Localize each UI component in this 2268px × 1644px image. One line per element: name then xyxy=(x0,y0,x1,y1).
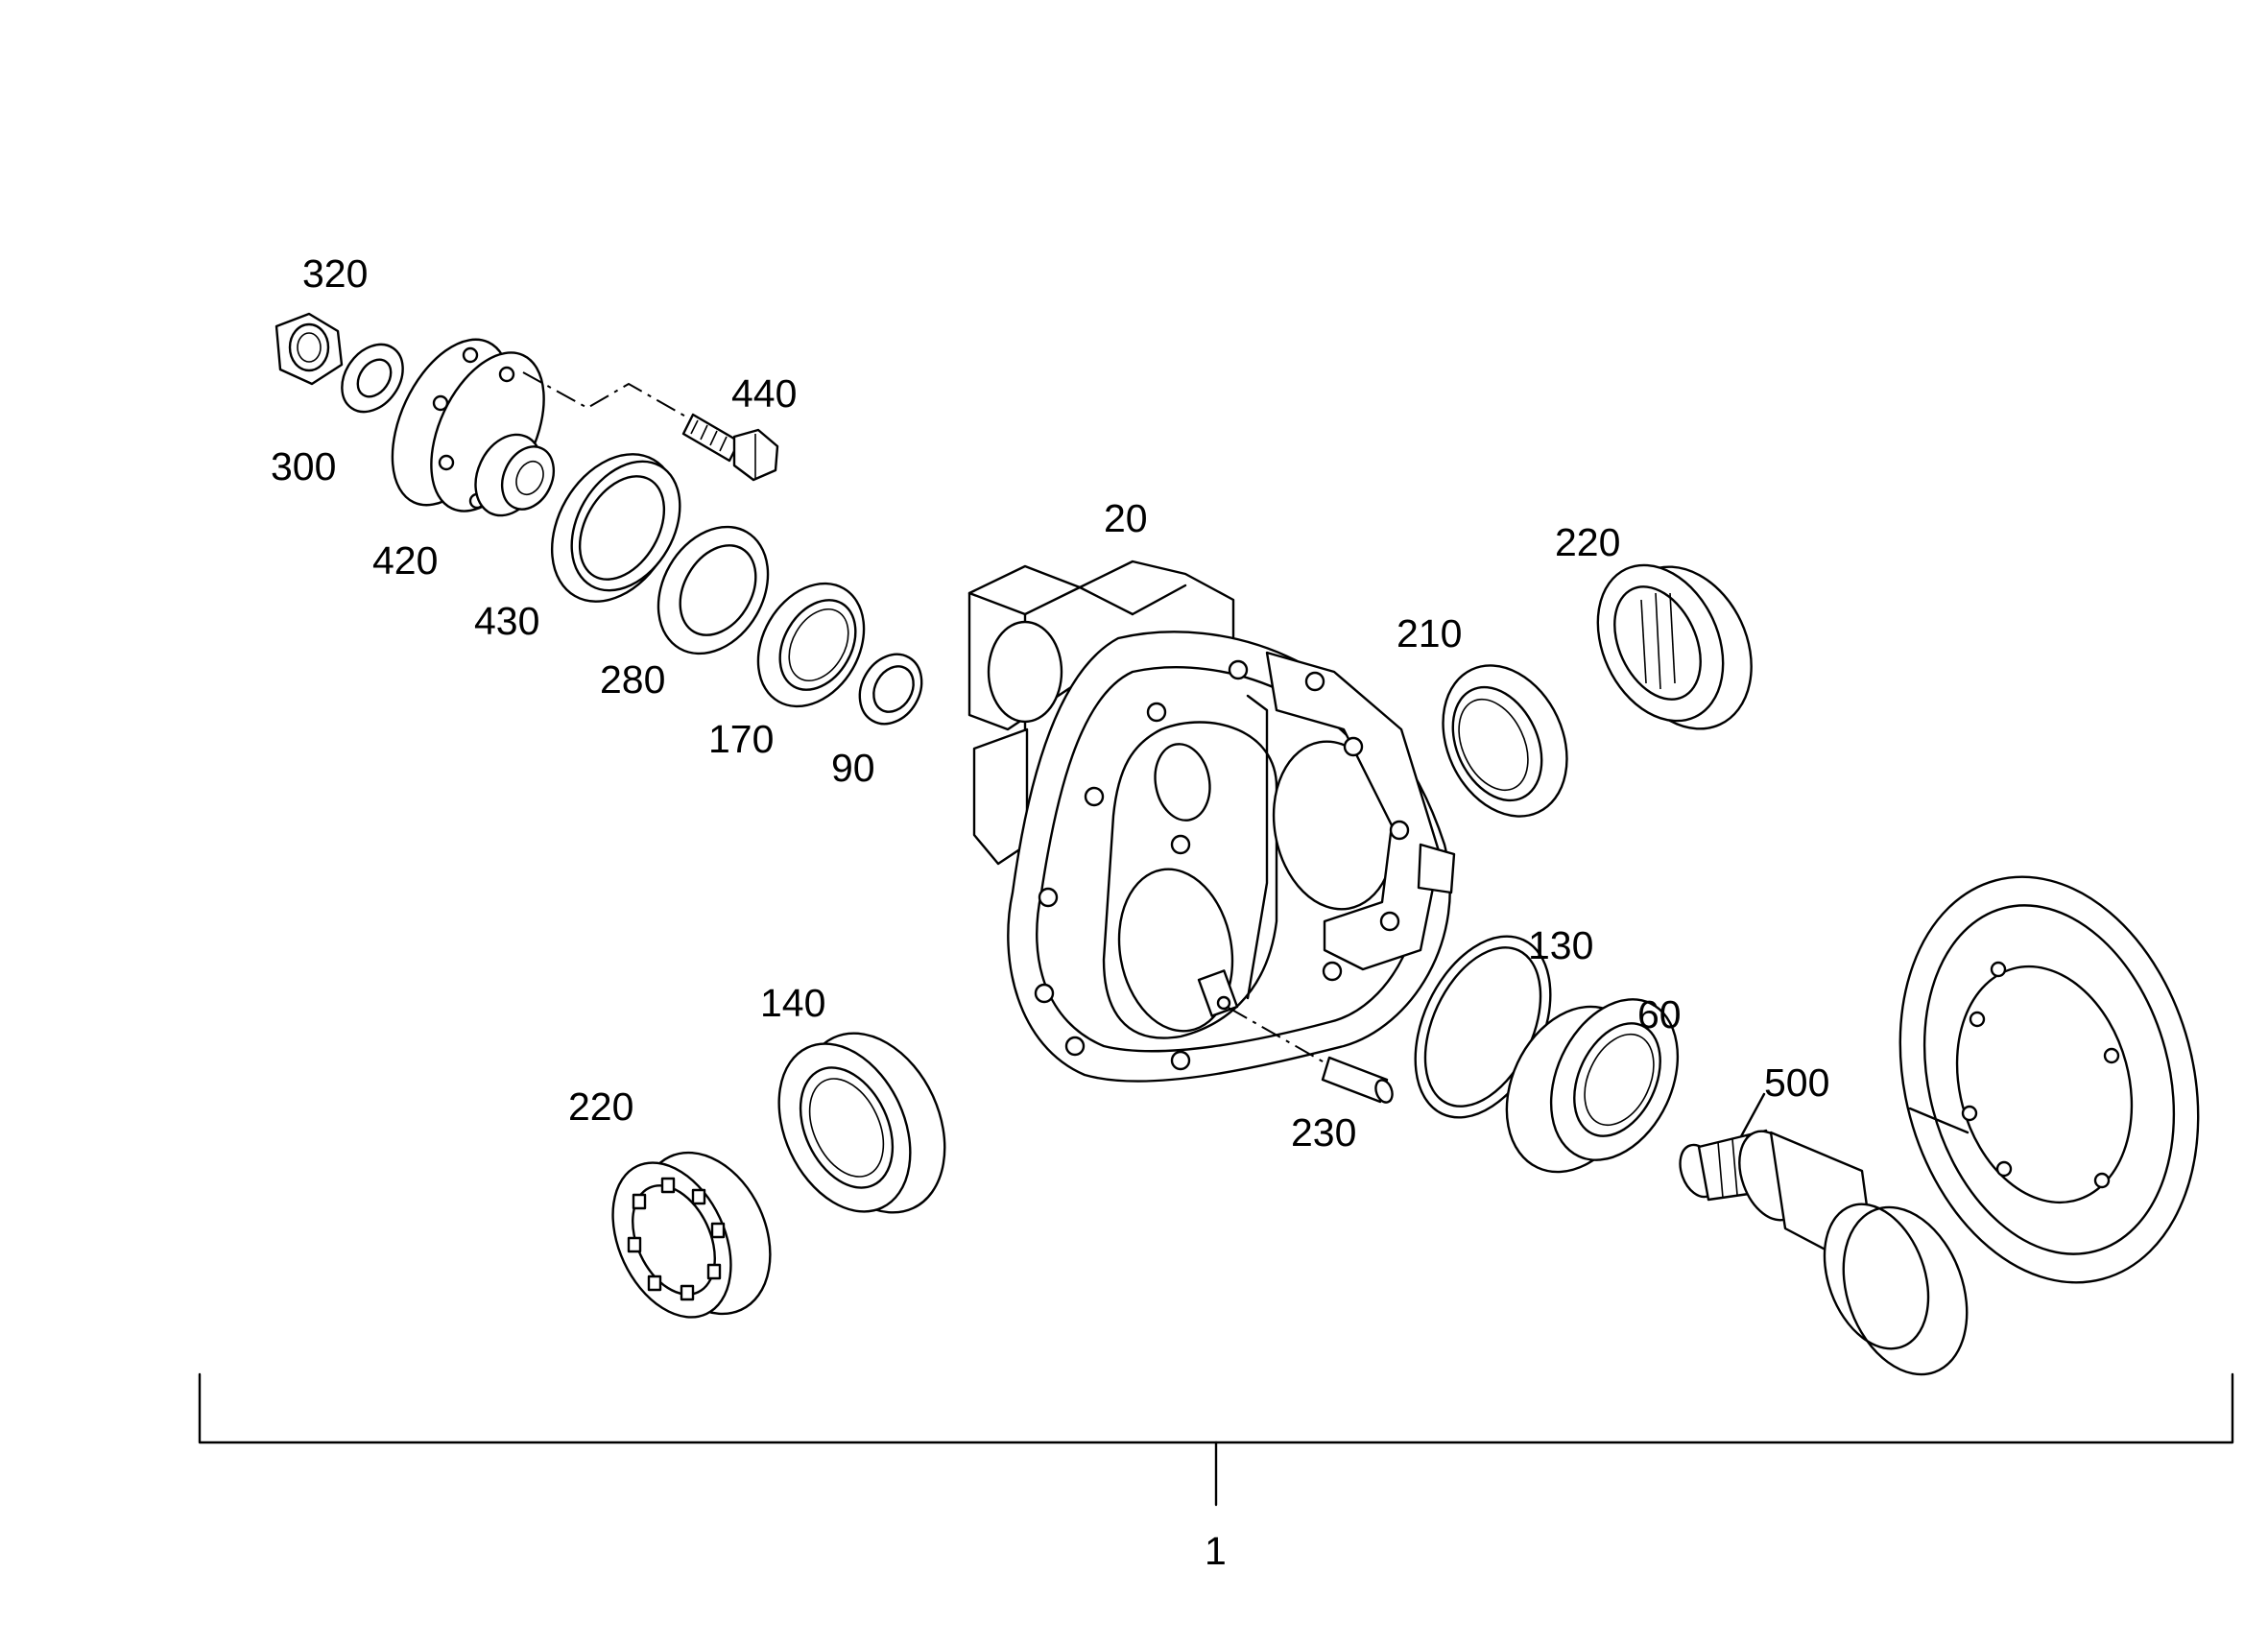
label-20: 20 xyxy=(1104,496,1148,540)
part-140-bearing xyxy=(777,1032,946,1214)
label-140: 140 xyxy=(760,981,826,1025)
part-280-ring xyxy=(657,525,770,655)
label-500: 500 xyxy=(1764,1060,1830,1105)
part-20-housing xyxy=(967,560,1456,1083)
label-300: 300 xyxy=(271,444,337,488)
assembly-line-housing-pin xyxy=(1228,1007,1330,1066)
label-220-top: 220 xyxy=(1555,520,1621,564)
part-220-bottom-bearing xyxy=(611,1151,772,1319)
label-420: 420 xyxy=(372,538,439,583)
label-430: 430 xyxy=(474,599,540,643)
label-210: 210 xyxy=(1397,611,1463,655)
part-420-flange xyxy=(391,338,556,517)
part-130-ring xyxy=(1414,935,1552,1119)
part-430-seal xyxy=(550,453,681,603)
part-90-washer xyxy=(858,653,923,726)
label-130: 130 xyxy=(1528,923,1594,967)
label-280: 280 xyxy=(600,657,666,702)
label-220-bottom: 220 xyxy=(568,1084,634,1129)
part-230-pin xyxy=(1321,1056,1394,1104)
part-60-bearing xyxy=(1505,998,1680,1174)
part-500-ring-gear-pinion xyxy=(1679,875,2200,1376)
assembly-bracket xyxy=(198,1372,2234,1507)
assembly-line-flange-bolt xyxy=(522,371,697,423)
part-440-bolt xyxy=(681,413,779,482)
label-60: 60 xyxy=(1637,992,1682,1036)
label-320: 320 xyxy=(302,251,369,296)
label-440: 440 xyxy=(731,371,798,416)
label-90: 90 xyxy=(831,746,875,790)
label-170: 170 xyxy=(708,717,775,761)
part-300-washer xyxy=(341,343,404,414)
part-320-hex-nut xyxy=(275,312,344,386)
label-230: 230 xyxy=(1291,1110,1357,1155)
label-1: 1 xyxy=(1205,1529,1227,1573)
part-210-bearing xyxy=(1442,664,1568,818)
part-220-top-bearing xyxy=(1596,563,1753,730)
part-170-bearing xyxy=(756,582,866,708)
